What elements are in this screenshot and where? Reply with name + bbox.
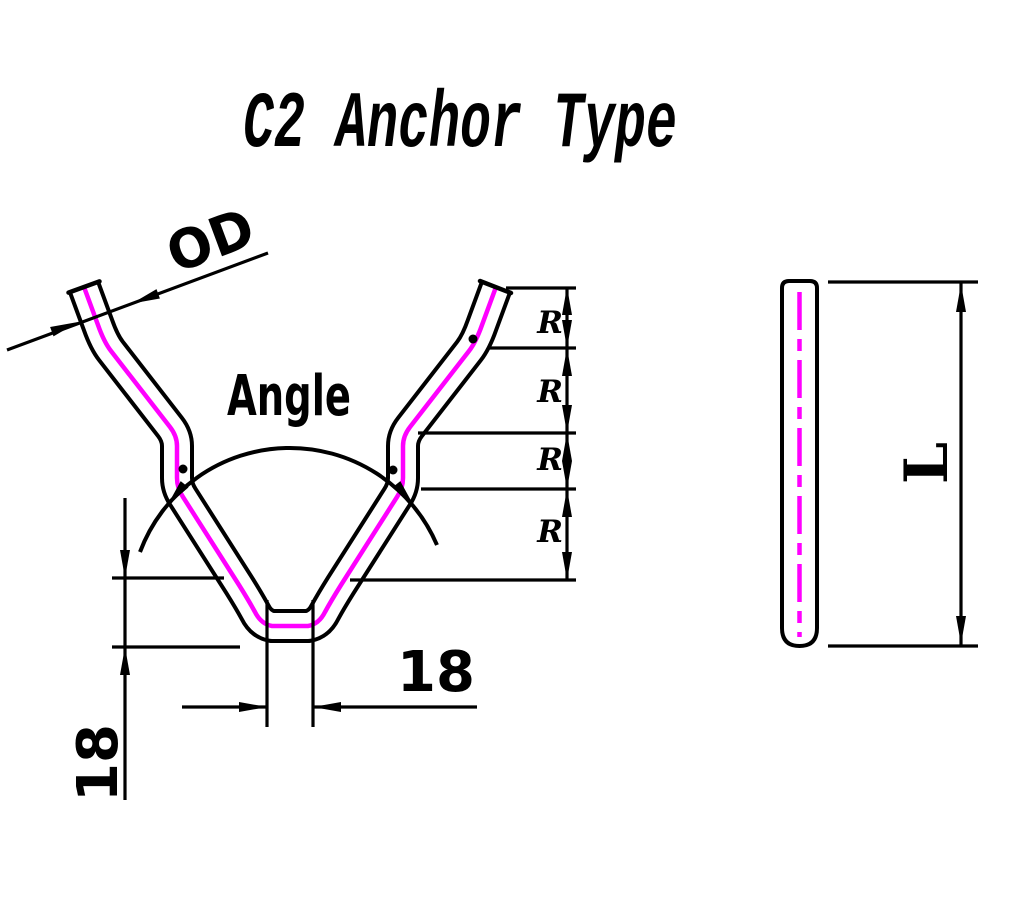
arrowhead [562,287,572,315]
length-label: L [892,442,962,484]
arrowhead [120,550,130,578]
anchor-tube-bore [71,282,509,639]
tangent-dot [388,465,398,475]
arrowhead [132,289,160,304]
arrowhead [562,489,572,517]
tangent-dot [468,334,478,344]
right-tip-cap [477,278,514,296]
angle-dimension: Angle [138,364,439,553]
arrowhead [562,552,572,580]
arrowhead [50,322,78,337]
bottom-width-value: 18 [397,640,475,705]
angle-label: Angle [227,364,351,429]
length-dimension: L [828,280,978,648]
arrowhead [956,284,966,312]
left-tip-cap [66,279,102,295]
arrowhead [956,616,966,644]
arrowhead [562,461,572,489]
radius-label: R [536,305,563,341]
arrowhead [313,702,341,712]
arrowhead [562,320,572,348]
arrowhead [120,647,130,675]
side-view: L [780,279,978,649]
radius-label: R [536,374,563,410]
bottom-width-dimension: 18 [182,600,477,727]
radius-label: R [536,514,563,550]
arrowhead [562,348,572,376]
arrowhead [239,702,267,712]
radius-label: R [536,442,563,478]
tangent-dot [178,464,188,474]
tube-centerline [81,286,499,629]
leg-height-value: 18 [66,724,131,802]
arrowhead [562,433,572,461]
radius-chain-dimension: R R R R [350,286,576,582]
drawing-title: C2 Anchor Type [243,80,677,171]
arrowhead [392,481,414,506]
arrowhead [562,405,572,433]
od-label: OD [158,196,262,286]
od-dimension: OD [6,196,269,352]
front-view: OD Angle R R R R [6,196,576,802]
anchor-tube-outline [68,281,512,643]
arrowhead [167,481,189,506]
leg-height-dimension: 18 [66,498,240,802]
